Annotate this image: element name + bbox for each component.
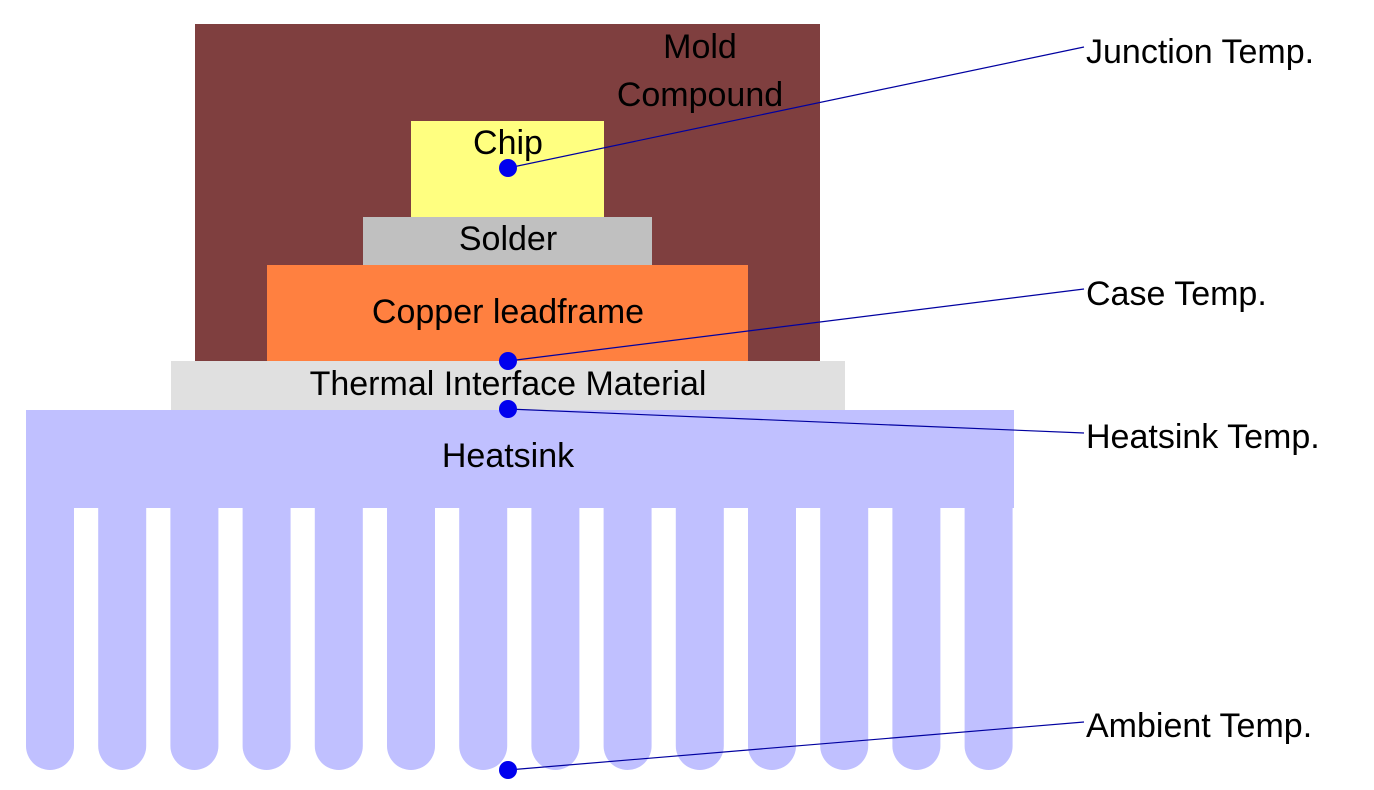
ambient-leader-line (507, 721, 1085, 771)
mold-compound-label-line2: Compound (617, 76, 783, 114)
solder-layer (363, 217, 652, 266)
heatsink-fin (748, 500, 796, 770)
solder-label: Solder (459, 220, 557, 258)
heatsink-fin (675, 500, 724, 771)
ambient-probe-point (499, 761, 517, 779)
heatsink-fin (820, 500, 869, 771)
chip-label: Chip (473, 124, 543, 162)
heatsink-base (26, 410, 1014, 508)
heatsink-fin (170, 500, 219, 771)
heatsink-label: Heatsink (442, 437, 575, 475)
junction-leader-line (507, 46, 1085, 169)
case-temp-label: Case Temp. (1086, 275, 1267, 313)
junction-temp-label: Junction Temp. (1086, 33, 1314, 71)
heatsink-fin (26, 500, 74, 770)
heatsink-fin (531, 500, 580, 771)
case-leader-line (507, 288, 1085, 362)
thermal-interface-material-label: Thermal Interface Material (310, 365, 707, 403)
ambient-temp-label: Ambient Temp. (1086, 707, 1312, 745)
heatsink-fin (459, 500, 508, 771)
junction-probe-point (499, 159, 517, 177)
heatsink-fins (26, 500, 1013, 771)
heatsink-fin (892, 500, 941, 771)
case-probe-point (499, 352, 517, 370)
copper-leadframe-layer (267, 265, 748, 362)
heatsink-fin (603, 500, 652, 771)
heatsink-probe-point (499, 400, 517, 418)
mold-compound-label-line1: Mold (663, 28, 737, 66)
heatsink-fin (964, 500, 1013, 771)
heatsink-fin (242, 500, 291, 771)
heatsink-fin (314, 500, 363, 771)
copper-leadframe-label: Copper leadframe (372, 293, 644, 331)
heatsink-fin (387, 500, 435, 770)
heatsink-temp-label: Heatsink Temp. (1086, 418, 1320, 456)
heatsink-fin (98, 500, 147, 771)
heatsink-leader-line (507, 408, 1085, 434)
heatsink (26, 410, 1014, 771)
